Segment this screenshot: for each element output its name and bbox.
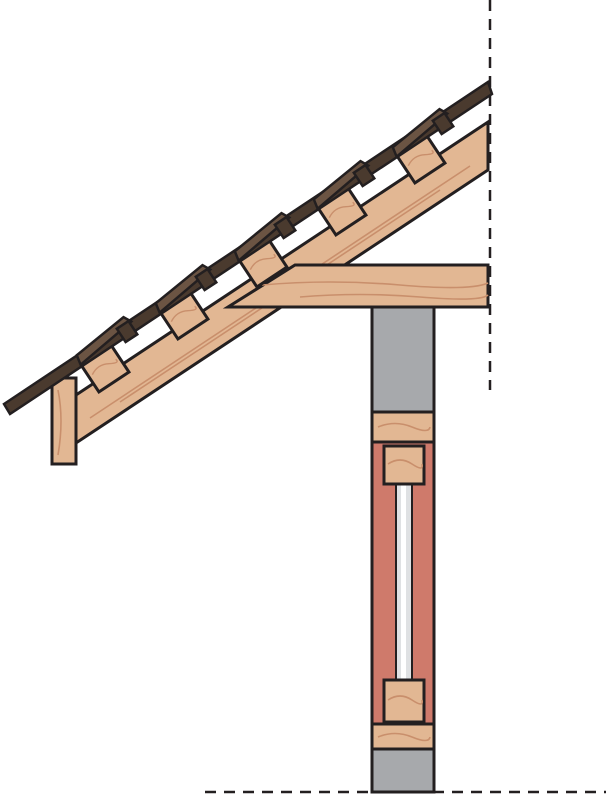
roof-tile-group <box>75 107 456 367</box>
fascia-board <box>50 376 78 466</box>
roof-tile <box>154 263 219 315</box>
wall-column <box>370 305 436 794</box>
roof-tile <box>75 315 140 367</box>
window-bottom-block <box>382 678 426 724</box>
ceiling-joist <box>222 263 490 309</box>
roof-tile <box>391 107 456 159</box>
wall-timber-head <box>370 410 436 444</box>
window-top-block <box>382 444 426 486</box>
roof-tile <box>233 211 298 263</box>
roof-tile <box>312 159 377 211</box>
wall-concrete-upper <box>370 305 436 414</box>
wall-concrete-base <box>370 747 436 794</box>
